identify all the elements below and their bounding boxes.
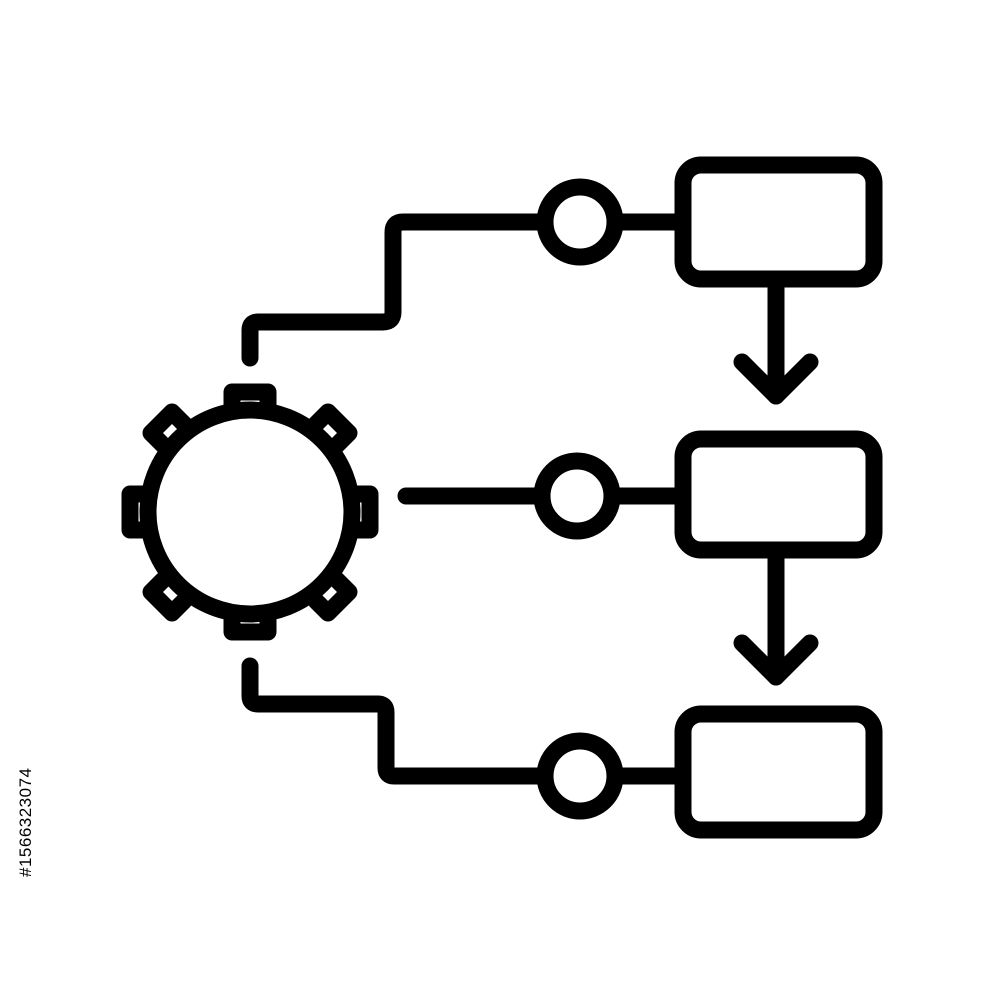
arrow-down-icon xyxy=(733,541,819,686)
node-circle-bottom xyxy=(536,732,624,820)
node-circle-middle xyxy=(533,452,621,540)
process-box-3 xyxy=(674,705,883,839)
process-box-2 xyxy=(674,430,883,559)
gear-icon xyxy=(121,383,379,641)
arrow-down-icon xyxy=(733,270,819,405)
process-box-1 xyxy=(674,156,883,288)
node-circle-top xyxy=(536,178,624,266)
connector-bottom xyxy=(241,657,554,785)
stock-id-label: #1566323074 xyxy=(16,767,35,877)
connector-top xyxy=(241,213,554,367)
